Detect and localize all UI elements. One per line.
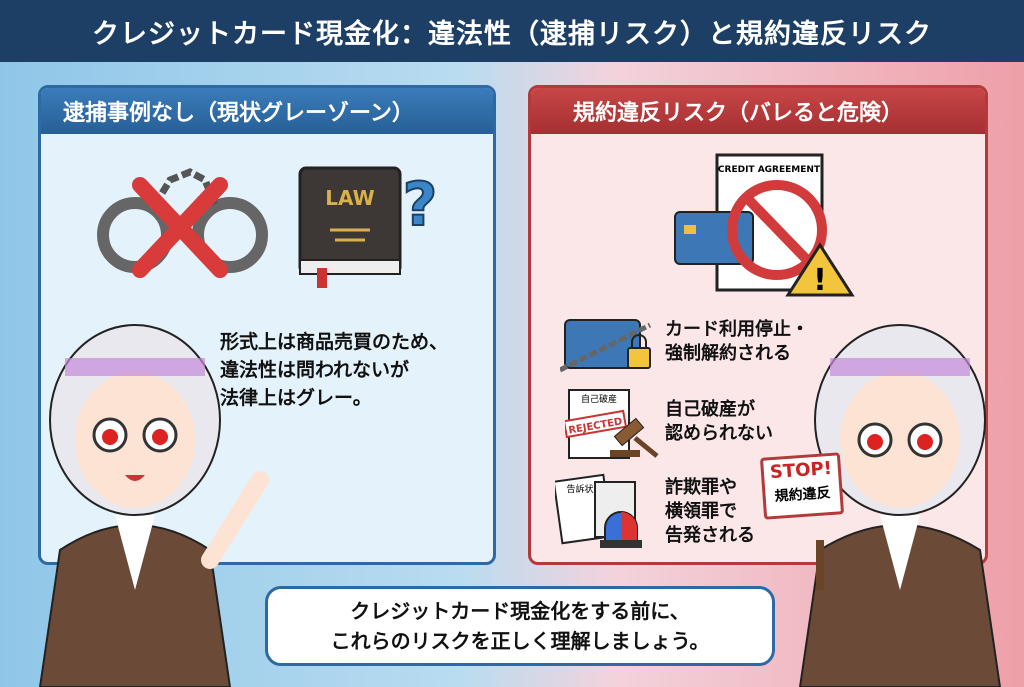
credit-agreement-prohibited-icon: CREDIT AGREEMENT ! bbox=[674, 153, 855, 298]
character-stop-sign-illustration bbox=[798, 324, 1002, 687]
page-title: クレジットカード現金化：違法性（逮捕リスク）と規約違反リスク bbox=[0, 0, 1024, 62]
risk-line: 自己破産が bbox=[665, 399, 755, 420]
locked-card-icon bbox=[560, 319, 652, 373]
explanation-line: 形式上は商品売買のため、 bbox=[220, 331, 449, 353]
arrest-panel-heading: 逮捕事例なし（現状グレーゾーン） bbox=[41, 88, 493, 134]
document-label: CREDIT AGREEMENT bbox=[718, 165, 821, 175]
complaint-siren-icon: 告訴状 bbox=[555, 473, 642, 548]
stop-sign: STOP! 規約違反 bbox=[759, 452, 845, 520]
bubble-line: クレジットカード現金化をする前に、 bbox=[350, 599, 690, 623]
law-book-icon: LAW ? bbox=[298, 166, 438, 288]
handcuffs-x-icon bbox=[97, 168, 268, 278]
risk-line: 認められない bbox=[665, 423, 773, 444]
complaint-doc-label: 告訴状 bbox=[566, 483, 593, 495]
explanation-line: 法律上はグレー。 bbox=[220, 387, 372, 409]
explanation-line: 違法性は問われないが bbox=[220, 359, 410, 381]
character-pointing-illustration bbox=[38, 324, 269, 687]
svg-text:?: ? bbox=[403, 170, 438, 240]
advice-speech-bubble: クレジットカード現金化をする前に、 これらのリスクを正しく理解しましょう。 bbox=[265, 586, 775, 666]
risk-item-bankruptcy: 自己破産が 認められない bbox=[665, 398, 773, 446]
risk-item-fraud-charge: 詐欺罪や 横領罪で 告発される bbox=[665, 476, 755, 548]
risk-item-card-suspension: カード利用停止・ 強制解約される bbox=[665, 318, 809, 366]
bankruptcy-doc-label: 自己破産 bbox=[581, 393, 617, 405]
risk-line: 詐欺罪や bbox=[665, 477, 737, 498]
risk-line: カード利用停止・ bbox=[665, 319, 809, 340]
risk-line: 強制解約される bbox=[665, 343, 791, 364]
terms-panel-heading: 規約違反リスク（バレると危険） bbox=[531, 88, 985, 134]
stop-sign-subtext: 規約違反 bbox=[774, 485, 832, 505]
svg-text:!: ! bbox=[813, 263, 827, 298]
arrest-explanation: 形式上は商品売買のため、 違法性は問われないが 法律上はグレー。 bbox=[220, 328, 448, 412]
bubble-line: これらのリスクを正しく理解しましょう。 bbox=[330, 629, 710, 653]
risk-line: 告発される bbox=[665, 525, 755, 546]
risk-line: 横領罪で bbox=[665, 501, 737, 522]
book-label: LAW bbox=[325, 186, 374, 210]
rejected-gavel-icon: 自己破産 REJECTED bbox=[565, 389, 659, 459]
